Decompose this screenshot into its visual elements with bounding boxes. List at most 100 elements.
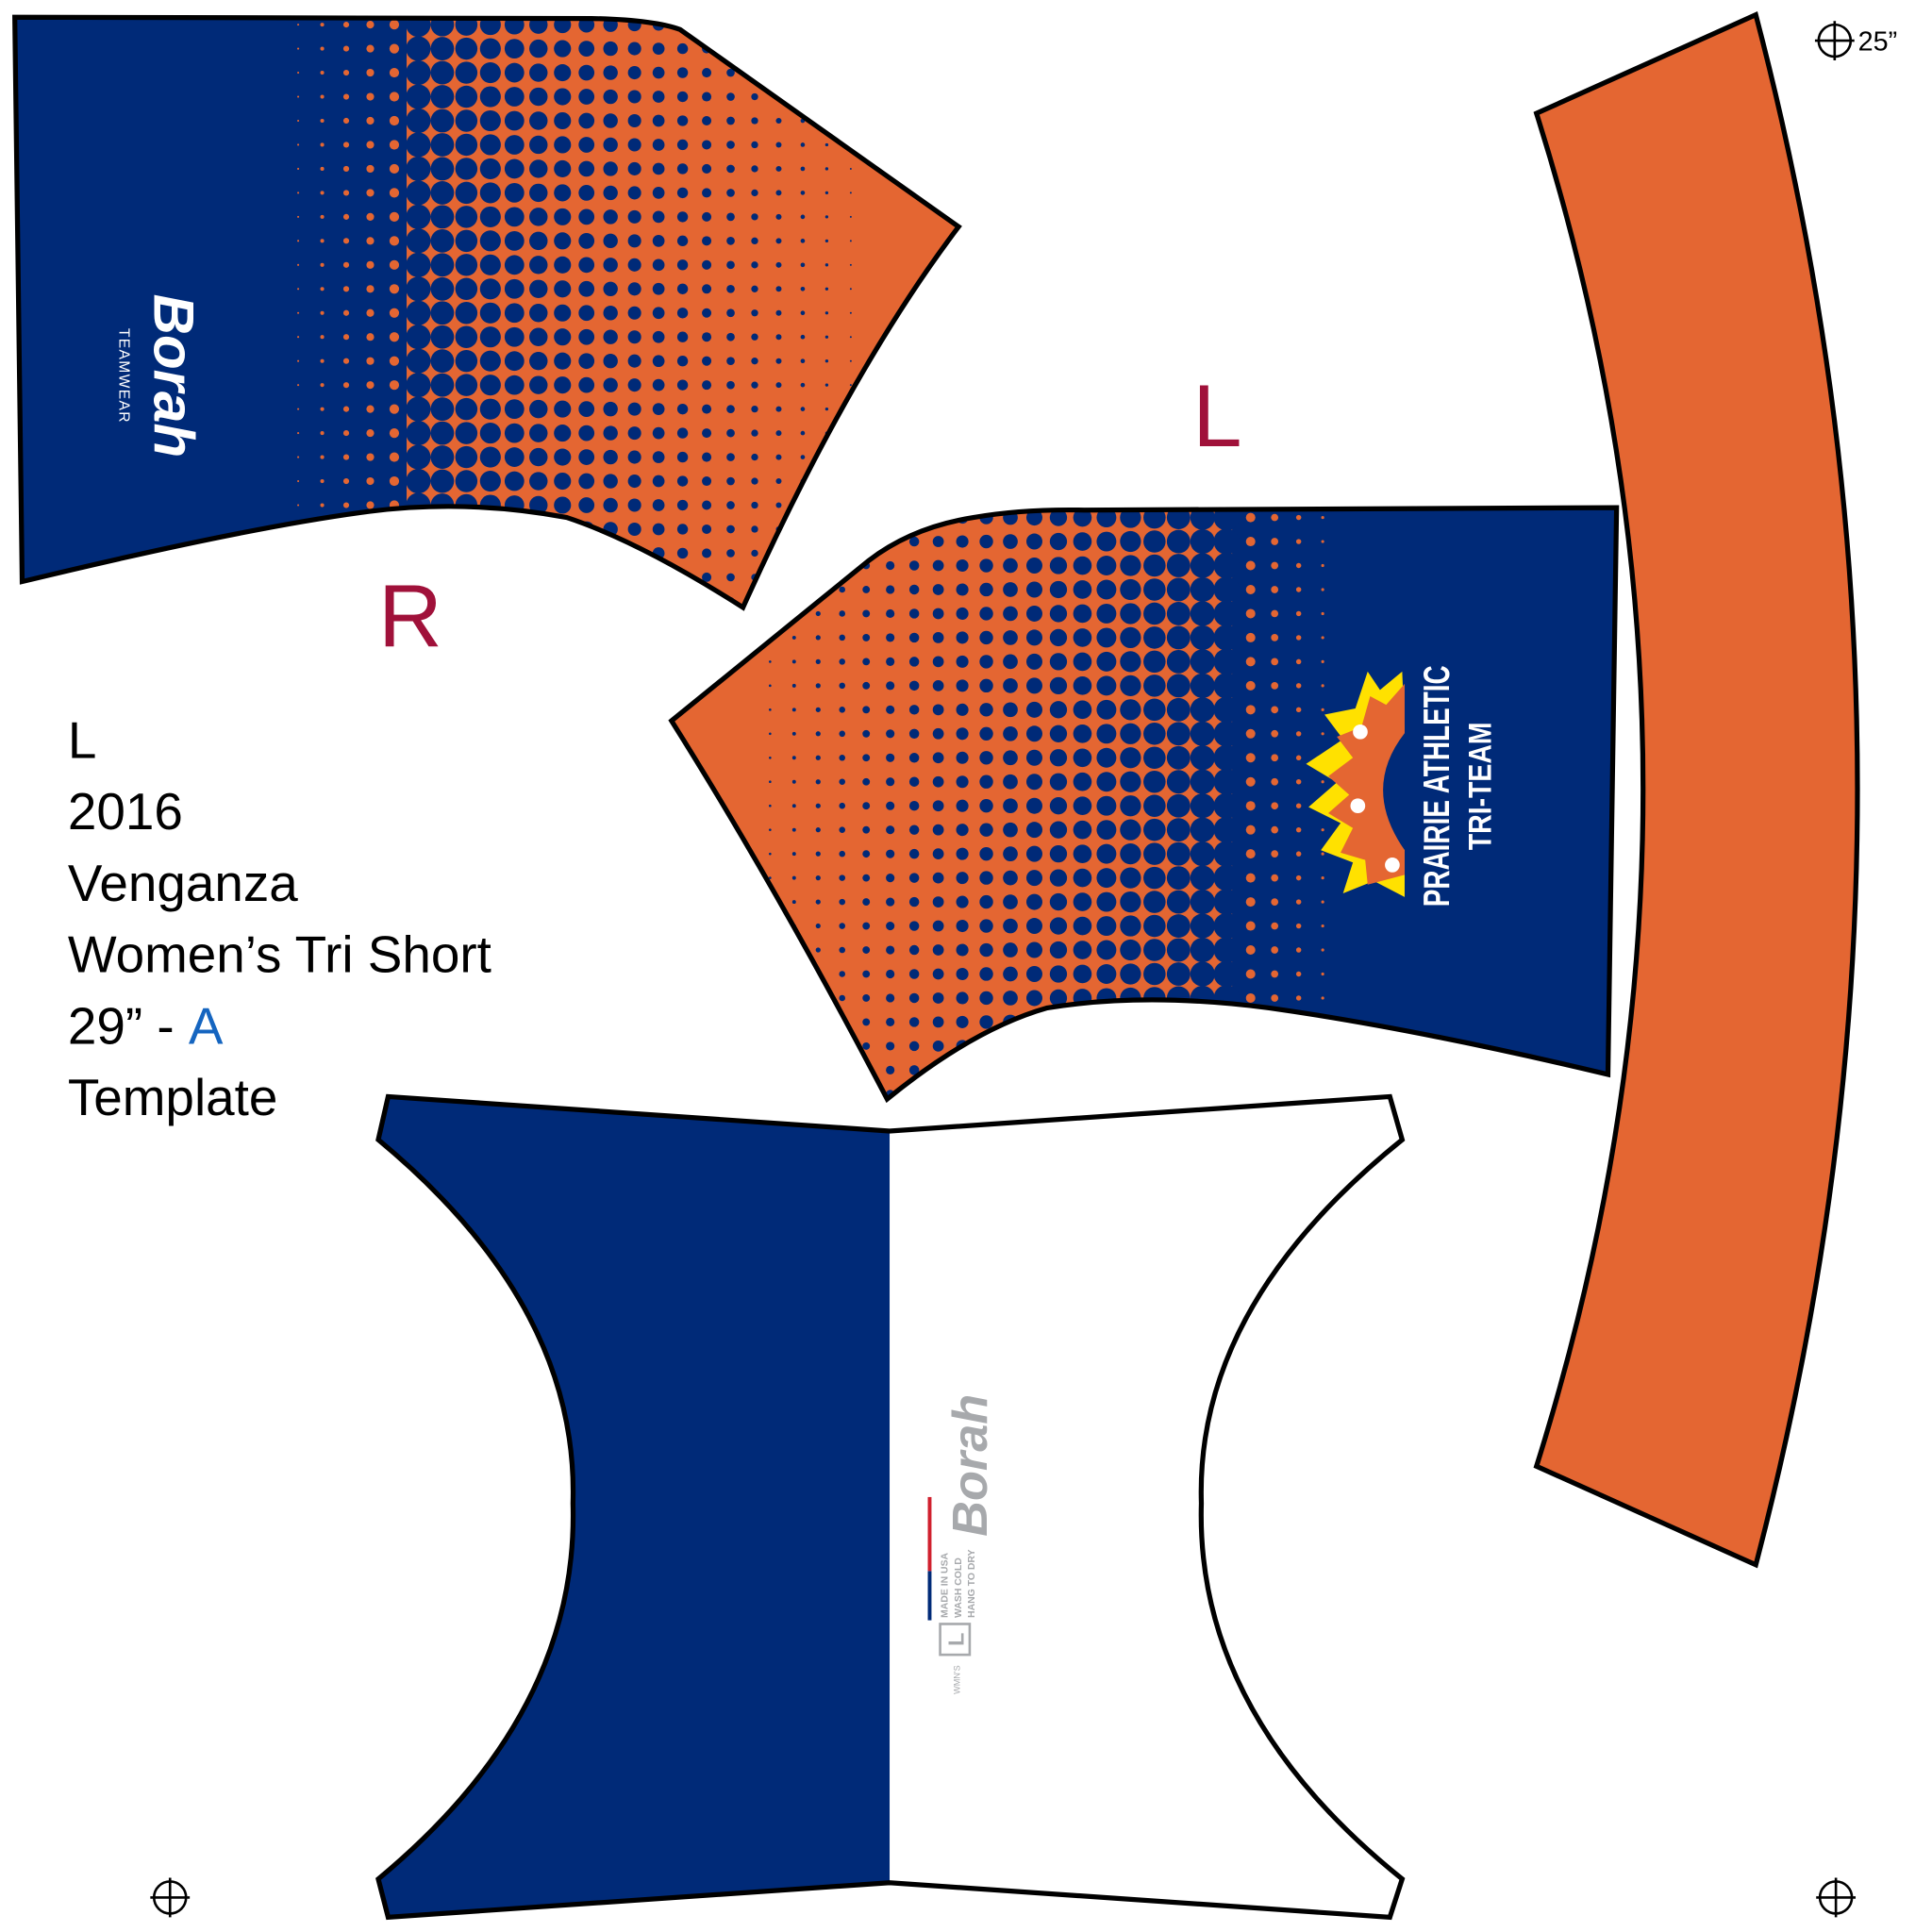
halftone-dot [504, 255, 525, 275]
halftone-dot [554, 280, 572, 298]
halftone-dot [769, 684, 772, 688]
halftone-dot [1096, 916, 1117, 937]
halftone-dot [1003, 918, 1018, 934]
halftone-dot [1271, 754, 1279, 762]
halftone-dot [726, 20, 735, 29]
halftone-dot [320, 191, 325, 195]
halftone-dot [800, 526, 806, 532]
halftone-dot [430, 133, 455, 157]
halftone-dot [1245, 657, 1256, 667]
halftone-dot [1049, 1061, 1068, 1079]
halftone-dot [1321, 924, 1324, 928]
halftone-dot [430, 469, 455, 493]
cyclist-icon [1350, 798, 1366, 814]
halftone-dot [1245, 801, 1256, 811]
halftone-dot [1295, 514, 1302, 521]
halftone-dot [979, 607, 993, 621]
halftone-dot [1025, 797, 1042, 814]
halftone-dot [751, 117, 758, 125]
halftone-dot [979, 1063, 993, 1077]
halftone-dot [554, 40, 572, 58]
halftone-dot [1295, 971, 1302, 977]
halftone-dot [1213, 816, 1240, 843]
halftone-dot [342, 165, 350, 173]
halftone-dot [775, 454, 782, 460]
halftone-dot [603, 281, 618, 296]
halftone-dot [1271, 850, 1279, 858]
halftone-dot [297, 479, 300, 483]
halftone-dot [1143, 650, 1166, 674]
halftone-dot [751, 358, 758, 365]
crosshair-icon [1816, 1877, 1857, 1918]
halftone-dot [627, 234, 641, 248]
halftone-dot [800, 334, 806, 340]
halftone-dot [1271, 898, 1279, 906]
halftone-dot [578, 232, 595, 249]
halftone-dot [932, 584, 944, 595]
halftone-dot [320, 118, 325, 124]
halftone-dot [676, 67, 689, 78]
halftone-dot [1213, 696, 1240, 724]
halftone-dot [652, 139, 665, 151]
halftone-dot [1049, 701, 1068, 719]
halftone-dot [297, 72, 300, 75]
halftone-dot [800, 22, 806, 27]
halftone-dot [824, 551, 829, 556]
prairie-athletic-logo: PRAIRIE ATHLETIC TRI-TEAM [1306, 665, 1498, 907]
halftone-dot [751, 501, 758, 509]
halftone-dot [1295, 1043, 1302, 1049]
halftone-dot [455, 229, 478, 253]
halftone-dot [839, 802, 846, 809]
halftone-dot [908, 1017, 920, 1027]
halftone-dot [1213, 648, 1240, 675]
halftone-dot [839, 586, 846, 593]
halftone-dot [578, 497, 595, 513]
halftone-dot [529, 375, 548, 394]
halftone-dot [1166, 1058, 1191, 1082]
halftone-dot [775, 261, 782, 268]
halftone-dot [702, 572, 712, 582]
halftone-dot [791, 611, 796, 616]
halftone-dot [849, 192, 852, 194]
halftone-dot [956, 943, 969, 957]
halftone-dot [320, 214, 325, 219]
halftone-dot [849, 47, 852, 50]
halftone-dot [839, 946, 846, 954]
halftone-dot [751, 597, 758, 606]
halftone-dot [1096, 868, 1117, 889]
halftone-dot [726, 92, 735, 101]
halftone-dot [320, 335, 325, 340]
halftone-dot [430, 325, 455, 349]
halftone-dot [1003, 702, 1018, 718]
panel-fill-navy [1232, 508, 1617, 1100]
halftone-dot [1166, 890, 1191, 914]
halftone-dot [1271, 706, 1279, 714]
halftone-dot [1025, 629, 1042, 646]
halftone-dot [824, 479, 829, 483]
halftone-dot [1190, 961, 1215, 987]
halftone-dot [342, 358, 350, 364]
halftone-dot [726, 501, 735, 509]
halftone-dot [1166, 1010, 1191, 1034]
halftone-dot [1271, 777, 1279, 786]
halftone-dot [908, 608, 920, 619]
halftone-dot [726, 116, 735, 125]
halftone-dot [886, 681, 895, 691]
halftone-dot [1213, 552, 1240, 579]
halftone-dot [1295, 899, 1302, 905]
halftone-dot [886, 921, 895, 931]
halftone-dot [652, 282, 665, 295]
halftone-dot [455, 85, 478, 108]
halftone-dot [529, 399, 548, 419]
halftone-dot [769, 996, 772, 1000]
halftone-dot [815, 683, 821, 689]
halftone-dot [652, 595, 665, 608]
halftone-dot [1025, 581, 1042, 598]
halftone-dot [800, 166, 806, 172]
halftone-dot [702, 428, 712, 439]
halftone-dot [366, 525, 375, 534]
halftone-dot [751, 333, 758, 341]
halftone-dot [529, 472, 548, 491]
halftone-dot [1245, 608, 1256, 619]
halftone-dot [366, 92, 375, 101]
